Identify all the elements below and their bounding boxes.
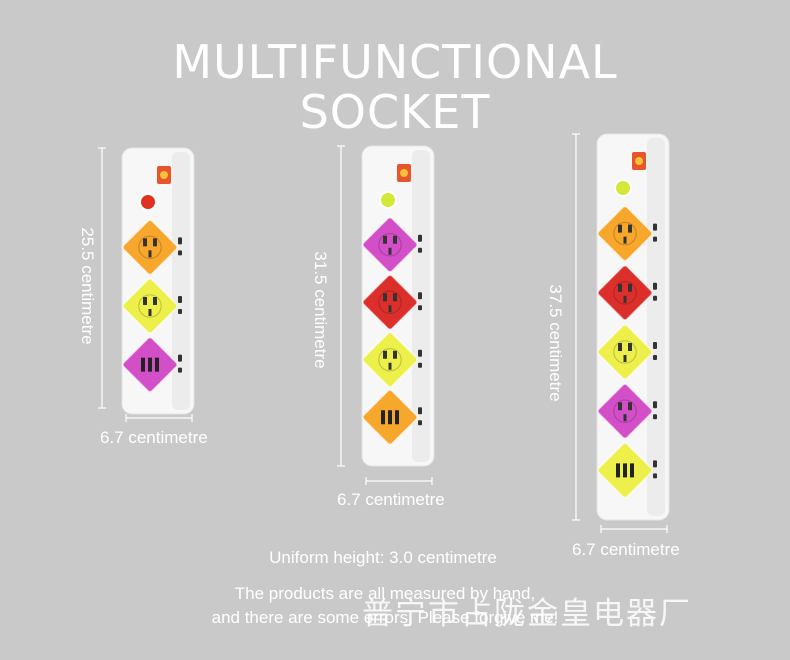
width-label-1: 6.7 centimetre bbox=[100, 428, 208, 447]
usb-port-icon bbox=[122, 336, 178, 393]
ac-outlet-icon bbox=[597, 265, 653, 321]
ac-outlet-icon bbox=[597, 324, 653, 380]
usb-port-icon bbox=[597, 442, 653, 499]
height-label-3: 37.5 centimetre bbox=[546, 284, 565, 402]
height-label-2: 31.5 centimetre bbox=[311, 251, 330, 369]
ac-outlet-icon bbox=[362, 274, 418, 331]
width-label-2: 6.7 centimetre bbox=[337, 490, 445, 509]
ac-outlet-icon bbox=[362, 331, 418, 388]
switch-icon bbox=[178, 237, 182, 245]
ac-outlet-icon bbox=[597, 383, 653, 439]
uniform-height-note: Uniform height: 3.0 centimetre bbox=[269, 548, 497, 567]
ac-outlet-icon bbox=[122, 278, 178, 334]
height-label-1: 25.5 centimetre bbox=[78, 227, 97, 345]
switch-icon bbox=[653, 342, 657, 349]
indicator-light-icon bbox=[379, 191, 397, 209]
strip-side bbox=[647, 138, 665, 516]
power-strip-1 bbox=[98, 147, 195, 422]
power-strip-2 bbox=[337, 145, 435, 485]
switch-icon bbox=[418, 349, 422, 357]
strip-side bbox=[172, 152, 190, 410]
switch-icon bbox=[653, 460, 657, 468]
ac-outlet-icon bbox=[122, 219, 178, 276]
width-label-3: 6.7 centimetre bbox=[572, 540, 680, 559]
switch-icon bbox=[178, 354, 182, 362]
indicator-light-icon bbox=[614, 179, 632, 197]
switch-icon bbox=[653, 282, 657, 290]
power-strip-3 bbox=[572, 133, 670, 533]
switch-icon bbox=[418, 234, 422, 242]
usb-port-icon bbox=[362, 389, 418, 446]
switch-icon bbox=[178, 296, 182, 303]
switch-icon bbox=[418, 407, 422, 415]
indicator-light-icon bbox=[139, 193, 157, 211]
watermark: 普宁市占陇金皇电器厂 bbox=[362, 596, 692, 632]
switch-icon bbox=[653, 223, 657, 231]
switch-icon bbox=[653, 401, 657, 409]
disclaimer-line-2: and there are some errors. Please forgiv… bbox=[211, 608, 559, 627]
disclaimer-line-1: The products are all measured by hand, bbox=[234, 584, 536, 603]
title-line-2: SOCKET bbox=[299, 85, 491, 139]
title-line-1: MULTIFUNCTIONAL bbox=[172, 35, 618, 89]
ac-outlet-icon bbox=[362, 216, 418, 273]
ac-outlet-icon bbox=[597, 205, 653, 262]
switch-icon bbox=[418, 292, 422, 300]
